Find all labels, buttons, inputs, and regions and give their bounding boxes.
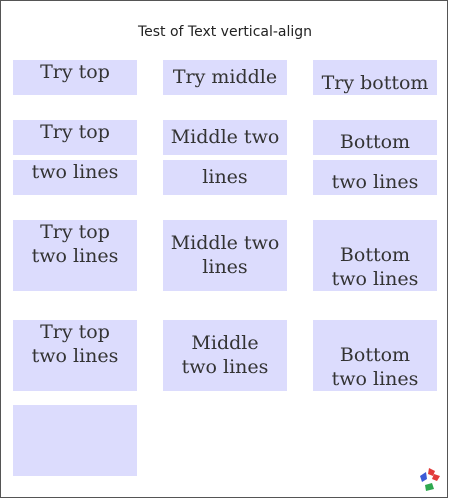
text-middle-line2: lines: [202, 256, 248, 278]
box-bottom-single: Try bottom: [313, 60, 437, 95]
text-top-block-2: Try top two lines: [13, 320, 137, 368]
text-middle-block: Middle two lines: [163, 231, 287, 279]
empty-box: [13, 405, 137, 476]
box-middle-single: Try middle: [163, 60, 287, 95]
text-bottom-block-2: Bottom two lines: [313, 343, 437, 391]
box-top-single: Try top: [13, 60, 137, 95]
text-top-line2: two lines: [31, 245, 119, 267]
text-bottom-line2: two lines: [331, 171, 419, 193]
page-title: Test of Text vertical-align: [137, 24, 313, 40]
text-middle-line2: two lines: [181, 356, 269, 378]
box-top-split-b: two lines: [13, 160, 137, 195]
box-middle-split-a: Middle two: [163, 120, 287, 155]
text-middle-line2: lines: [202, 166, 248, 188]
text-top-line1: Try top: [40, 321, 110, 343]
text-bottom-block: Bottom two lines: [313, 243, 437, 291]
text-top-block: Try top two lines: [13, 220, 137, 268]
text-top-line1: Try top: [40, 221, 110, 243]
text-middle-line1: Middle: [191, 332, 259, 354]
text-top-line1: Try top: [40, 121, 110, 143]
box-top-double: Try top two lines: [13, 220, 137, 291]
text-bottom-line1: Bottom: [339, 244, 411, 266]
text-bottom-line2: two lines: [331, 268, 419, 290]
box-bottom-split-a: Bottom: [313, 120, 437, 155]
box-middle-split-b: lines: [163, 160, 287, 195]
logo-icon: [420, 468, 440, 491]
text-middle-line1: Middle two: [170, 126, 280, 148]
text-top-line2: two lines: [31, 345, 119, 367]
box-top-double-2: Try top two lines: [13, 320, 137, 391]
box-bottom-double: Bottom two lines: [313, 220, 437, 291]
text-top-line2: two lines: [31, 161, 119, 183]
box-middle-double-2: Middle two lines: [163, 320, 287, 391]
text-middle: Try middle: [172, 66, 278, 88]
box-bottom-double-2: Bottom two lines: [313, 320, 437, 391]
text-bottom-line1: Bottom: [339, 131, 411, 153]
text-middle-block-2: Middle two lines: [163, 331, 287, 379]
box-middle-double: Middle two lines: [163, 220, 287, 291]
text-middle-line1: Middle two: [170, 232, 280, 254]
box-bottom-split-b: two lines: [313, 160, 437, 195]
text-bottom-line2: two lines: [331, 368, 419, 390]
text-bottom-line1: Bottom: [339, 344, 411, 366]
text-bottom: Try bottom: [321, 72, 429, 94]
text-top: Try top: [40, 61, 110, 83]
box-top-split-a: Try top: [13, 120, 137, 155]
